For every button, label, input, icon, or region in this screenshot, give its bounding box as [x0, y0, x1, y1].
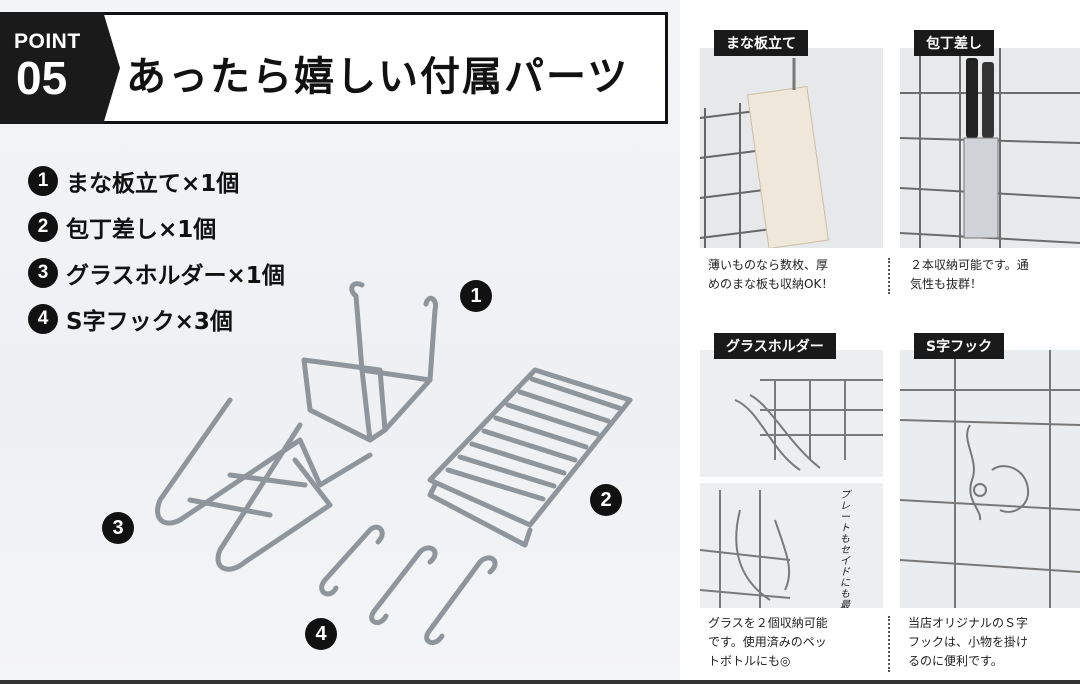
callout-1: 1: [460, 280, 492, 312]
bottom-border: [0, 680, 1080, 684]
handwritten-note: プレートもセイドにも最適です: [840, 490, 850, 608]
number-badge: 2: [28, 212, 58, 242]
knife-holder-photo: [900, 48, 1080, 248]
s-hook-photo: [900, 350, 1080, 608]
product-showcase: POINT 05 あったら嬉しい付属パーツ 1 まな板立て×1個 2 包丁差し×…: [0, 0, 680, 684]
dotted-divider: [888, 616, 890, 672]
panel-tag-s-hook: S字フック: [914, 333, 1005, 359]
knife-holder-image: [427, 367, 633, 548]
callout-4: 4: [305, 618, 337, 650]
cutting-board-photo: [700, 48, 883, 248]
point-label: POINT: [14, 30, 81, 53]
panel-caption: ２本収納可能です。通 気性も抜群！: [910, 258, 1029, 291]
parts-list: 1 まな板立て×1個 2 包丁差し×1個 3 グラスホルダー×1個 4 S字フッ…: [28, 158, 285, 342]
list-item-label: 包丁差し×1個: [66, 217, 217, 243]
list-item: 4 S字フック×3個: [28, 296, 285, 342]
point-number: 05: [16, 52, 68, 104]
rack-with-board-image: [700, 48, 883, 248]
list-item: 2 包丁差し×1個: [28, 204, 285, 250]
panel-tag-glass-holder: グラスホルダー: [714, 333, 836, 359]
rack-with-s-hooks-image: [900, 350, 1080, 608]
callout-3: 3: [102, 512, 134, 544]
list-item: 3 グラスホルダー×1個: [28, 250, 285, 296]
cutting-board-stand-image: [301, 281, 439, 443]
rack-with-glass-holder-image: [700, 350, 883, 608]
panel-caption: 薄いものなら数枚、厚 めのまな板も収納OK！: [708, 258, 834, 291]
dotted-divider: [888, 258, 890, 294]
rack-with-knives-image: [900, 48, 1080, 248]
s-hooks-image: [319, 524, 498, 645]
panel-tag-knife-holder: 包丁差し: [914, 30, 994, 56]
callout-2: 2: [590, 484, 622, 516]
list-item-label: まな板立て×1個: [66, 171, 240, 197]
page-title: あったら嬉しい付属パーツ: [126, 54, 630, 100]
panel-caption: グラスを２個収納可能 です。使用済みのペッ トボトルにも◎: [708, 616, 828, 668]
glass-holder-image: [155, 397, 373, 572]
glass-holder-photo: プレートもセイドにも最適です: [700, 350, 883, 608]
list-item-label: グラスホルダー×1個: [66, 263, 285, 289]
number-badge: 1: [28, 166, 58, 196]
number-badge: 4: [28, 304, 58, 334]
list-item-label: S字フック×3個: [66, 309, 233, 335]
wire-parts-illustration: [155, 281, 633, 645]
panel-tag-cutting-board: まな板立て: [714, 30, 808, 56]
point-badge: [0, 12, 120, 124]
list-item: 1 まな板立て×1個: [28, 158, 285, 204]
number-badge: 3: [28, 258, 58, 288]
panel-caption: 当店オリジナルのＳ字 フックは、小物を掛け るのに便利です。: [908, 616, 1029, 668]
